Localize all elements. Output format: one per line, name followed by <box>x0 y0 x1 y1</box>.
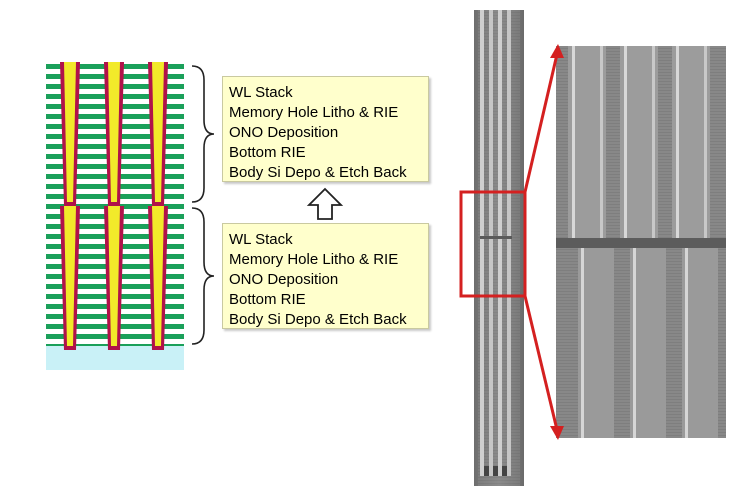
channel-body <box>108 206 120 346</box>
step-item: WL Stack <box>229 84 293 101</box>
zoom-connector-line <box>523 49 560 193</box>
step-item: Body Si Depo & Etch Back <box>229 164 407 181</box>
channel-body <box>152 62 164 202</box>
sem-zoomed-junction-view <box>556 46 726 438</box>
channel-body <box>152 206 164 346</box>
up-arrow-icon <box>306 187 344 220</box>
step-item: ONO Deposition <box>229 124 339 141</box>
sem-micrograph <box>459 10 726 486</box>
memory-hole-pillars <box>60 62 168 350</box>
arrowhead-icon <box>550 44 564 58</box>
right-curly-brace-icon <box>191 207 215 345</box>
step-item: Bottom RIE <box>229 291 306 308</box>
step-list: WL Stack Memory Hole Litho & RIE ONO Dep… <box>229 230 422 330</box>
zoom-connector-line <box>523 295 560 435</box>
zoom-region-frame <box>459 190 527 298</box>
step-item: Body Si Depo & Etch Back <box>229 311 407 328</box>
step-item: Memory Hole Litho & RIE <box>229 251 399 268</box>
channel-body <box>64 206 76 346</box>
right-curly-brace-icon <box>191 65 215 203</box>
step-item: WL Stack <box>229 231 293 248</box>
channel-body <box>64 62 76 202</box>
lower-tier-process-steps: WL Stack Memory Hole Litho & RIE ONO Dep… <box>222 223 429 329</box>
channel-body <box>108 62 120 202</box>
stack-cross-section-diagram <box>46 62 184 370</box>
step-item: Bottom RIE <box>229 144 306 161</box>
step-list: WL Stack Memory Hole Litho & RIE ONO Dep… <box>229 83 422 183</box>
arrowhead-icon <box>550 426 564 440</box>
upper-tier-process-steps: WL Stack Memory Hole Litho & RIE ONO Dep… <box>222 76 429 182</box>
sem-full-string-view <box>474 10 524 486</box>
step-item: Memory Hole Litho & RIE <box>229 104 399 121</box>
step-item: ONO Deposition <box>229 271 339 288</box>
